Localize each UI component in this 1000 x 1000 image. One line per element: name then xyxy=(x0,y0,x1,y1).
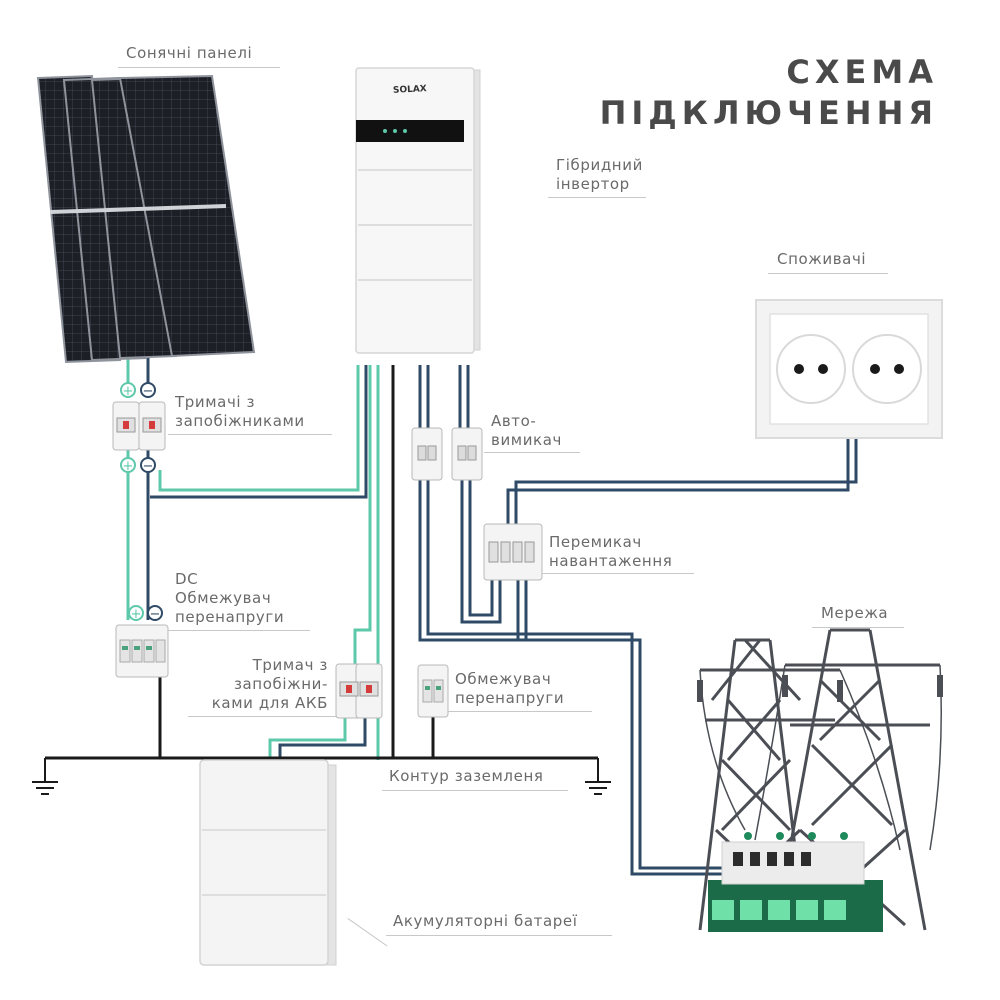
label-underline xyxy=(768,273,888,274)
substation xyxy=(708,832,883,932)
fuse-holders xyxy=(112,401,166,451)
plus-sign: + xyxy=(123,384,134,399)
label-underline xyxy=(812,627,904,628)
dc-surge-protector xyxy=(115,624,169,678)
tower-insulators xyxy=(697,675,943,702)
plus-sign: + xyxy=(131,607,142,622)
label-underline xyxy=(188,716,336,717)
label-ground: Контур заземленя xyxy=(389,767,544,785)
title-line-1: СХЕМА xyxy=(786,53,938,91)
power-socket xyxy=(755,299,943,439)
label-dc-surge: DC Обмежувач перенапруги xyxy=(175,570,285,626)
label-underline xyxy=(484,452,580,453)
ground-wires xyxy=(32,365,611,795)
transmission-towers xyxy=(698,628,942,931)
label-solar-panels: Сонячні панелі xyxy=(126,44,253,62)
dc-negative-wires xyxy=(146,355,368,760)
ac-surge-protector xyxy=(417,664,449,718)
plus-sign: + xyxy=(123,459,134,474)
circuit-breakers xyxy=(411,427,483,481)
label-underline xyxy=(386,935,612,936)
battery-pack xyxy=(199,759,337,966)
label-load-switch: Перемикач навантаження xyxy=(549,533,673,570)
label-fuse-holders: Тримачі з запобіжниками xyxy=(175,393,305,430)
label-underline xyxy=(168,434,332,435)
solar-panels xyxy=(36,74,256,364)
label-underline xyxy=(448,711,592,712)
pv-polarity-top: + − xyxy=(120,382,156,399)
label-consumers: Споживачі xyxy=(777,250,867,268)
label-surge-protector: Обмежувач перенапруги xyxy=(455,670,565,707)
dc-wires xyxy=(126,355,380,760)
dc-surge-polarity: + − xyxy=(128,605,163,622)
load-switch xyxy=(483,523,543,581)
minus-sign: − xyxy=(143,384,154,399)
title-line-2: ПІДКЛЮЧЕННЯ xyxy=(599,94,938,132)
label-grid: Мережа xyxy=(821,604,889,622)
label-underline xyxy=(542,573,694,574)
label-underline xyxy=(548,197,646,198)
label-underline xyxy=(382,790,568,791)
label-circuit-breaker: Авто- вимикач xyxy=(491,412,562,449)
label-underline xyxy=(118,67,280,68)
label-battery-fuse: Тримач з запобіжни- ками для АКБ xyxy=(211,656,328,712)
inverter-brand-text: SOLAX xyxy=(393,84,427,96)
label-underline xyxy=(168,630,310,631)
pv-polarity-bottom: + − xyxy=(120,457,156,474)
page-title: СХЕМА ПІДКЛЮЧЕННЯ xyxy=(600,52,938,134)
ac-wires xyxy=(418,365,858,876)
battery-fuse-holder xyxy=(335,663,383,719)
hybrid-inverter: SOLAX xyxy=(355,67,481,354)
label-hybrid-inverter: Гібридний інвертор xyxy=(556,156,643,193)
minus-sign: − xyxy=(150,607,161,622)
label-batteries: Акумуляторні батареї xyxy=(393,912,578,930)
minus-sign: − xyxy=(143,459,154,474)
